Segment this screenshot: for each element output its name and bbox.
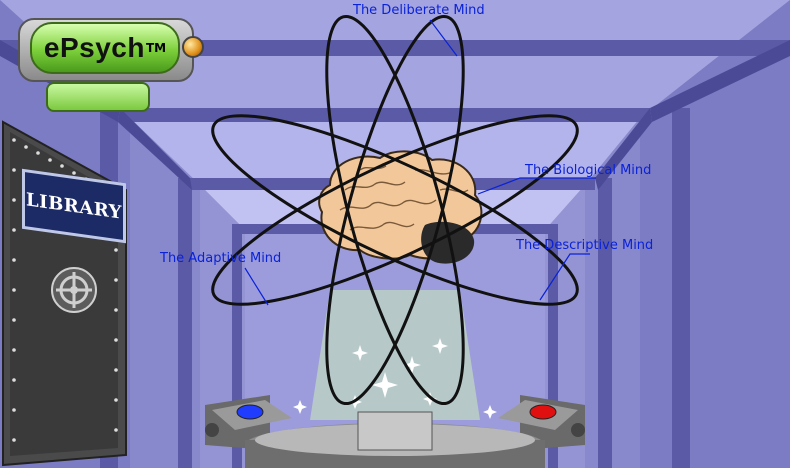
descriptive-mind-link[interactable]: The Descriptive Mind	[516, 238, 654, 253]
blue-button[interactable]	[236, 404, 264, 420]
red-button[interactable]	[529, 404, 557, 420]
deliberate-mind-link[interactable]: The Deliberate Mind	[353, 3, 485, 18]
status-led-icon	[182, 36, 204, 58]
light-beam	[310, 290, 480, 420]
library-label: LIBRARY	[26, 188, 122, 224]
logo-sub-button[interactable]	[46, 82, 150, 112]
logo-text: ePsych	[43, 32, 145, 63]
label-leaders	[244, 19, 596, 306]
base-machine	[205, 395, 585, 468]
vault-wheel-icon[interactable]	[51, 267, 97, 313]
logo-trademark: TM	[145, 41, 167, 55]
adaptive-mind-link[interactable]: The Adaptive Mind	[160, 251, 282, 266]
brain-icon[interactable]	[318, 150, 483, 264]
biological-mind-link[interactable]: The Biological Mind	[525, 163, 652, 178]
atom-orbits	[211, 14, 579, 406]
